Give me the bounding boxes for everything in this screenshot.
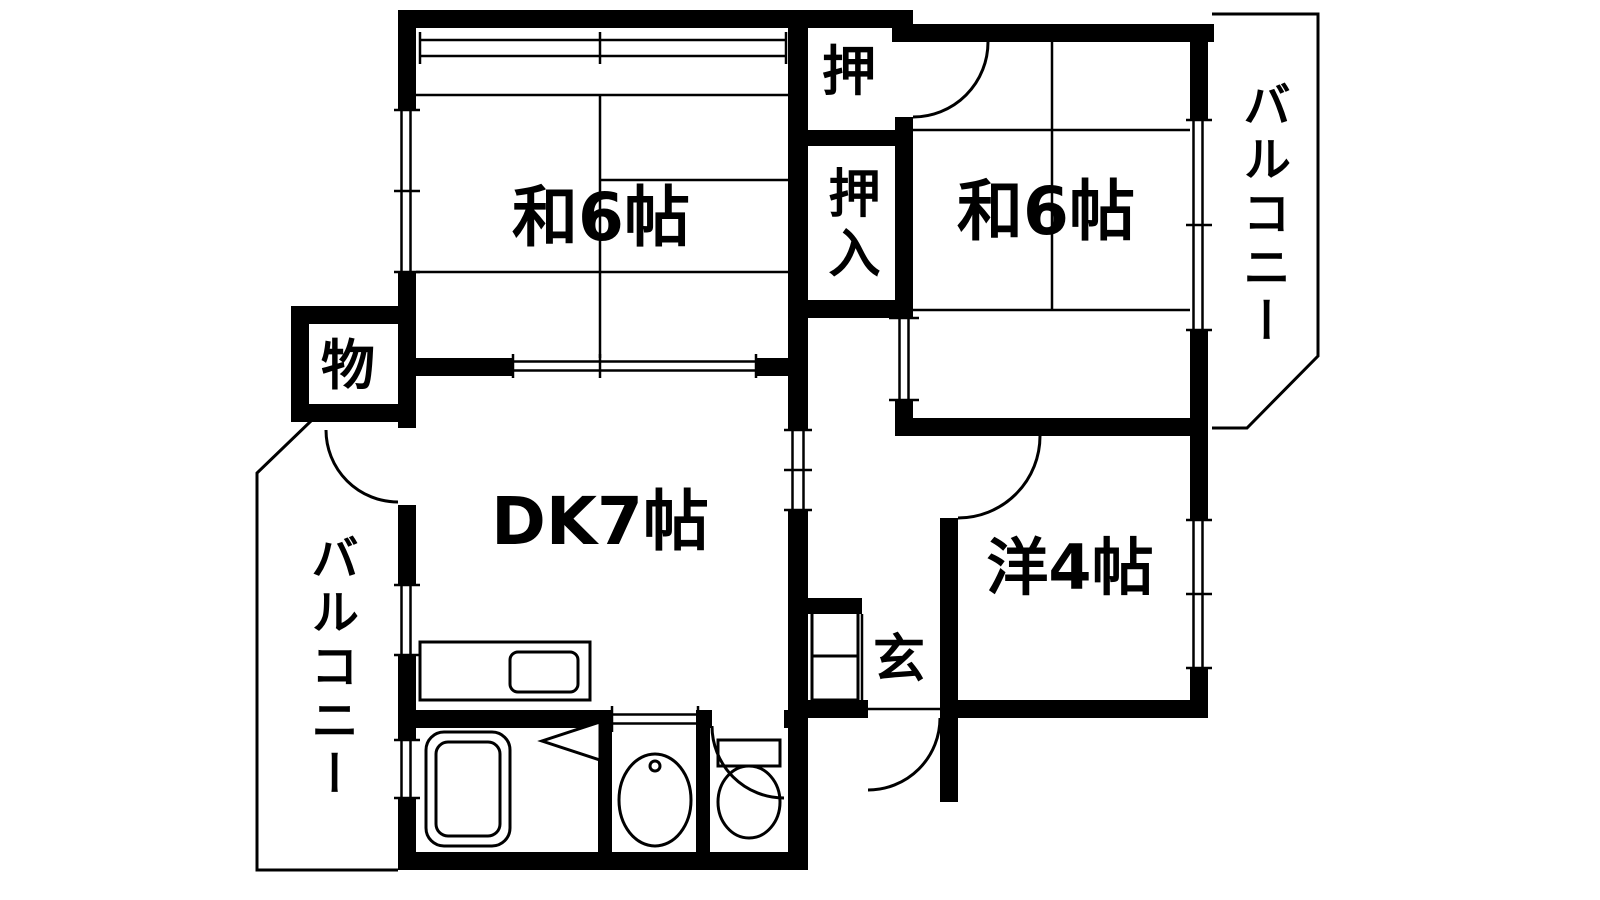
kitchen-counter bbox=[418, 640, 592, 702]
windows bbox=[394, 108, 1212, 800]
balcony-door-arc bbox=[324, 429, 399, 504]
room-label-entrance: 玄 bbox=[872, 630, 926, 690]
shoe-cabinet bbox=[810, 610, 860, 702]
walls bbox=[291, 10, 1214, 870]
balcony-right-outline bbox=[1212, 12, 1320, 430]
bath-folding-door bbox=[537, 719, 602, 763]
door-arcs bbox=[324, 41, 1042, 800]
room-label-closet-top: 押 bbox=[822, 40, 876, 103]
western-room-door-arc bbox=[957, 435, 1042, 520]
closet-door-arc bbox=[912, 41, 990, 119]
room-label-closet: 押入 bbox=[819, 166, 879, 286]
room-label-washitsu-left: 和6帖 bbox=[512, 179, 690, 256]
interior-lines bbox=[416, 32, 1190, 711]
room-label-dk: DK7帖 bbox=[491, 483, 709, 560]
room-label-western: 洋4帖 bbox=[986, 531, 1154, 604]
room-label-washitsu-right: 和6帖 bbox=[957, 173, 1135, 250]
room-label-storage: 物 bbox=[321, 334, 375, 397]
room-label-balcony-right: バルコニー bbox=[1234, 80, 1290, 350]
bathtub bbox=[424, 730, 512, 848]
sliding-doors bbox=[511, 316, 919, 732]
toilet-door-arc bbox=[710, 725, 785, 800]
room-label-balcony-left: バルコニー bbox=[302, 533, 358, 803]
toilet bbox=[716, 738, 782, 840]
front-door-arc bbox=[867, 717, 942, 792]
washbasin bbox=[617, 752, 693, 848]
